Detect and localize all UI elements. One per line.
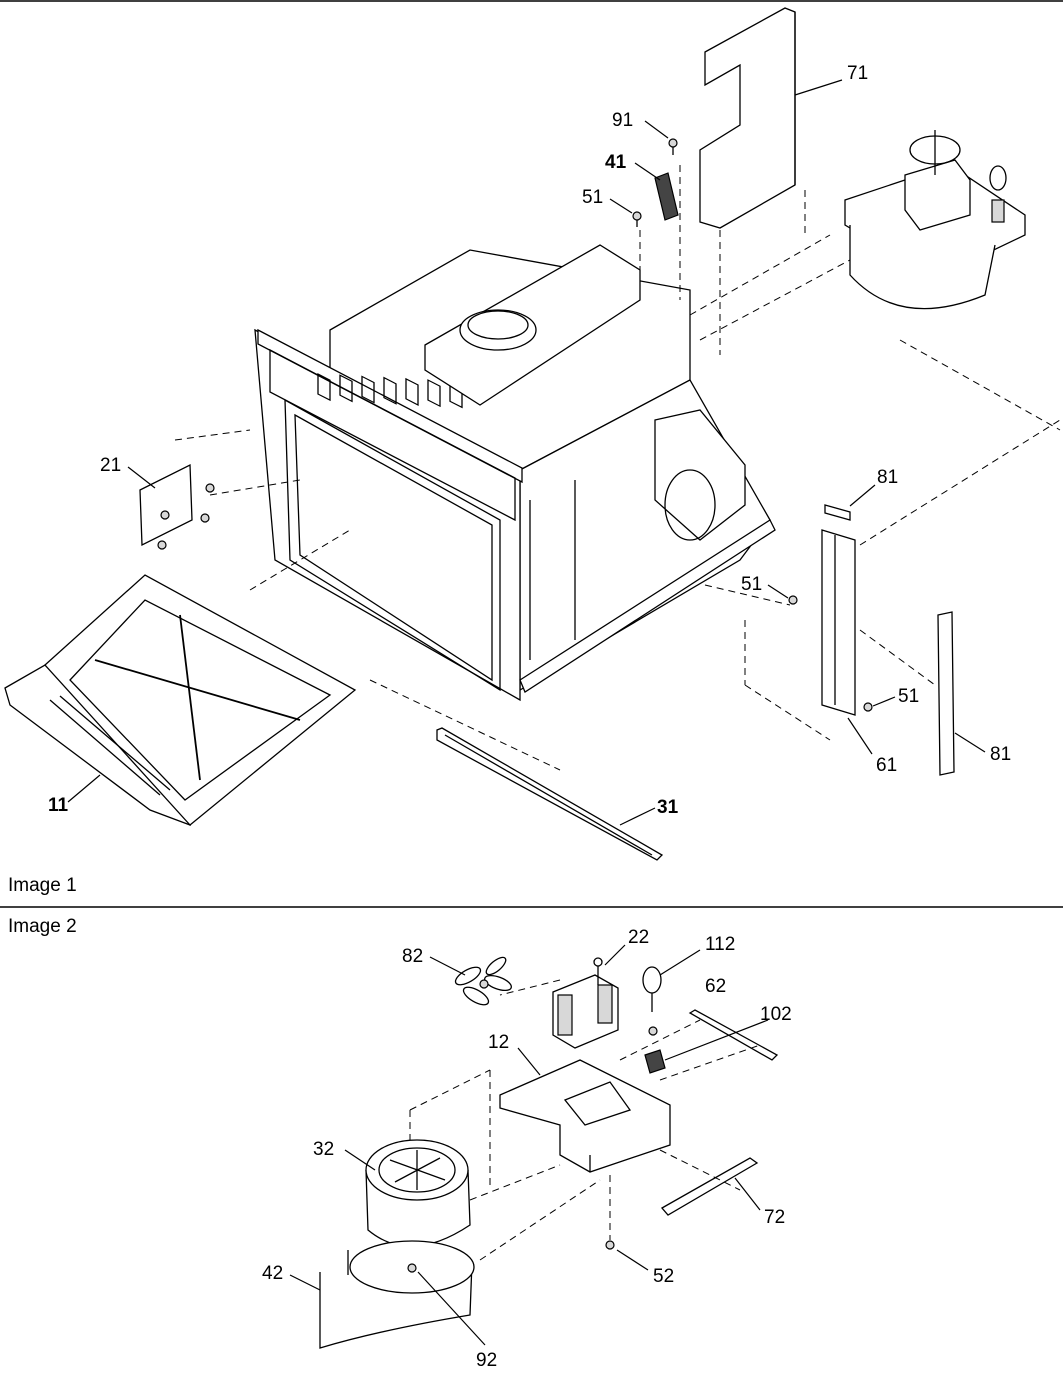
- callout-102: 102: [760, 1004, 792, 1025]
- part-62-strip: [688, 1009, 779, 1061]
- callout-82: 82: [402, 946, 423, 967]
- part-91-screw: [668, 138, 678, 155]
- part-81-block: [824, 504, 851, 521]
- part-51-screw-top: [632, 211, 642, 227]
- callout-71: 71: [847, 63, 868, 84]
- callout-62: 62: [705, 976, 726, 997]
- part-71-cover: [699, 7, 796, 229]
- callout-81-top: 81: [877, 467, 898, 488]
- part-12-bracket: [499, 1059, 671, 1173]
- fan-assembly-top: [844, 130, 1026, 310]
- part-42-blower-housing: [319, 1240, 475, 1349]
- image1-group: 71 91 41 51 21 81 51 51 61 81 11 31 Imag…: [4, 7, 1061, 896]
- callout-12: 12: [488, 1032, 509, 1053]
- callout-81-low: 81: [990, 744, 1011, 765]
- part-52-screw: [605, 1240, 615, 1250]
- callout-41: 41: [605, 152, 627, 173]
- part-22-motor: [552, 957, 619, 1049]
- part-31-strip: [436, 727, 664, 861]
- part-102-switch: [644, 1049, 666, 1074]
- part-32-blower-wheel: [365, 1139, 471, 1247]
- callout-52: 52: [653, 1266, 674, 1287]
- part-51-screw-mid: [788, 595, 798, 605]
- image2-caption: Image 2: [8, 916, 77, 937]
- part-21-plate: [139, 463, 215, 550]
- callout-11: 11: [48, 795, 69, 816]
- callout-72: 72: [764, 1207, 785, 1228]
- callout-51-mid: 51: [741, 574, 762, 595]
- screw-62: [648, 1026, 658, 1036]
- callout-112: 112: [705, 934, 735, 955]
- callout-42: 42: [262, 1263, 283, 1284]
- callout-32: 32: [313, 1139, 334, 1160]
- image2-leaders: [289, 944, 769, 1346]
- callout-21: 21: [100, 455, 121, 476]
- part-51-screw-low: [863, 702, 873, 712]
- image2-dashed-lines: [409, 979, 761, 1261]
- part-11-base-tray: [4, 574, 357, 826]
- callout-51-low: 51: [898, 686, 919, 707]
- image1-leaders: [67, 79, 986, 826]
- callout-91: 91: [612, 110, 633, 131]
- callout-61: 61: [876, 755, 897, 776]
- oven-cabinet: [254, 244, 776, 702]
- dashed-alignment-lines: [174, 165, 1061, 771]
- part-82-fan-blade: [454, 956, 512, 1006]
- part-72-strip: [660, 1157, 759, 1216]
- part-81-strip: [937, 611, 955, 776]
- callout-51-top: 51: [582, 187, 603, 208]
- callout-92: 92: [476, 1350, 497, 1371]
- callout-22: 22: [628, 927, 649, 948]
- part-41-bracket: [654, 172, 679, 221]
- part-112-knob: [642, 966, 662, 1012]
- callout-31: 31: [657, 797, 679, 818]
- part-61-channel: [821, 529, 856, 716]
- image2-group: Image 2: [8, 916, 792, 1371]
- image1-caption: Image 1: [8, 875, 77, 896]
